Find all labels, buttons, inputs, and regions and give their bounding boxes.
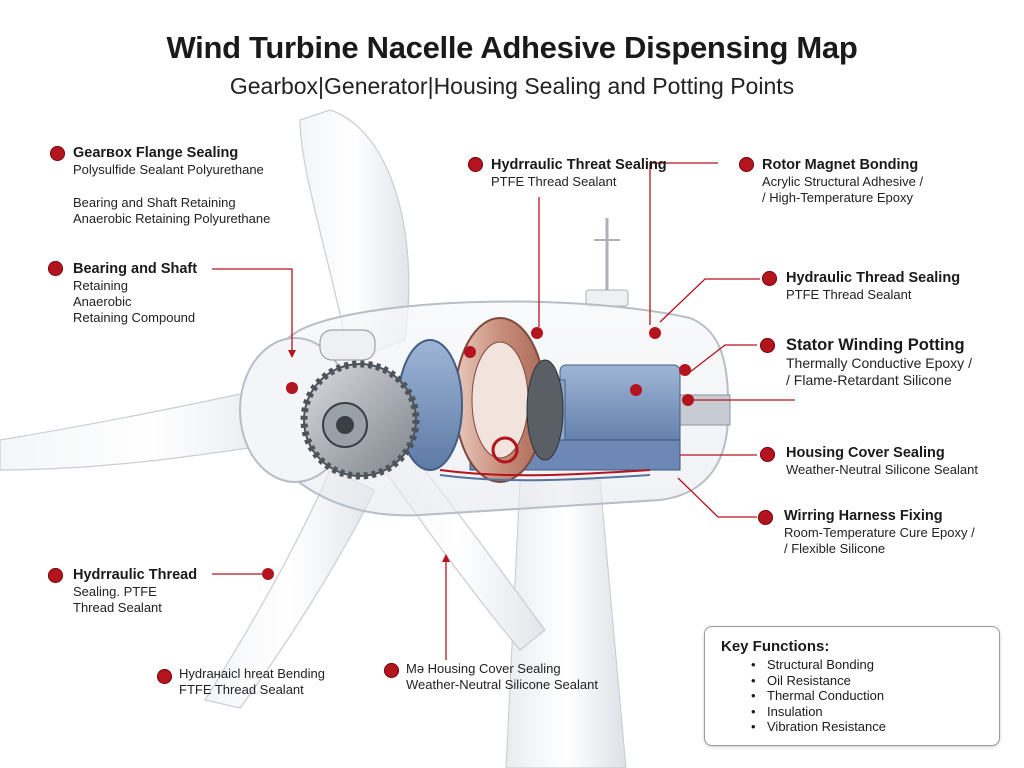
callout-title: Hydraulic Thread Sealing bbox=[786, 270, 961, 286]
callout-title: Bearing and Shaft bbox=[73, 261, 198, 277]
callout-title: Housing Cover Sealing bbox=[786, 445, 945, 461]
diagram-title: Wind Turbine Nacelle Adhesive Dispensing… bbox=[166, 30, 858, 65]
key-function-item: Structural Bonding bbox=[751, 657, 886, 673]
callout-line: Room-Temperature Cure Epoxy / bbox=[784, 525, 975, 540]
callout-bearing-shaft-retaining: Bearing and Shaft Retaining Anaerobic Re… bbox=[73, 195, 270, 227]
callout-line: PTFE Thread Sealant bbox=[786, 287, 912, 302]
callout-line: Thread Sealant bbox=[73, 600, 162, 615]
callout-line: / High-Temperature Epoxy bbox=[762, 190, 914, 205]
dispense-point-marker bbox=[739, 157, 754, 172]
dispense-point-marker bbox=[758, 510, 773, 525]
callout-line: Retaining Compound bbox=[73, 310, 196, 325]
dispense-point-marker bbox=[762, 271, 777, 286]
callout-line: PTFE Thread Sealant bbox=[491, 174, 617, 189]
dispense-point-marker bbox=[48, 568, 63, 583]
callout-line: FTFE Thread Sealant bbox=[179, 682, 304, 697]
callout-title: Wirring Harness Fixing bbox=[784, 508, 943, 524]
dispense-point-marker bbox=[48, 261, 63, 276]
dispense-point-marker bbox=[50, 146, 65, 161]
callout-title: Hydrraulic Threat Sealing bbox=[491, 157, 667, 173]
callout-title: Hydraнaicl hreat Bending bbox=[179, 666, 325, 681]
callout-line: Thermally Conductive Epoxy / bbox=[786, 355, 972, 371]
callout-title: Rotor Magnet Bonding bbox=[762, 157, 919, 173]
diagram-subtitle: Gearbox|Generator|Housing Sealing and Po… bbox=[229, 73, 795, 99]
key-function-item: Insulation bbox=[751, 704, 886, 720]
callout-line: Anaerobic bbox=[73, 294, 132, 309]
dispense-point-marker bbox=[760, 447, 775, 462]
callout-line: Bearing and Shaft Retaining bbox=[73, 195, 236, 210]
callout-title: Stator Winding Potting bbox=[786, 336, 965, 354]
callout-line: Sealing. PTFE bbox=[73, 584, 157, 599]
key-function-item: Oil Resistance bbox=[751, 673, 886, 689]
dispense-point-marker bbox=[157, 669, 172, 684]
key-function-item: Thermal Conduction bbox=[751, 688, 886, 704]
callout-line: Weather-Neutral Silicone Sealant bbox=[406, 677, 598, 692]
callout-title: Gearвox Flange Sealing bbox=[73, 145, 239, 161]
key-function-item: Vibration Resistance bbox=[751, 719, 886, 735]
dispense-point-marker bbox=[760, 338, 775, 353]
callout-line: Polysulfide Sealant Polyurethane bbox=[73, 162, 264, 177]
callout-title: Hydrraulic Thread bbox=[73, 567, 198, 583]
dispense-point-marker bbox=[384, 663, 399, 678]
callout-line: / Flame-Retardant Silicone bbox=[786, 372, 952, 388]
key-functions-list: Structural Bonding Oil Resistance Therma… bbox=[751, 657, 886, 735]
callout-line: Acrylic Structural Adhesive / bbox=[762, 174, 924, 189]
key-functions-title: Key Functions: bbox=[721, 638, 830, 655]
callout-line: / Flexible Silicone bbox=[784, 541, 886, 556]
callout-line: Weather-Neutral Silicone Sealant bbox=[786, 462, 978, 477]
dispense-point-marker bbox=[468, 157, 483, 172]
key-functions-box: Key Functions: Structural Bonding Oil Re… bbox=[704, 626, 1000, 746]
callout-line: Anaerobic Retaining Polyurethane bbox=[73, 211, 271, 226]
callout-line: Retaining bbox=[73, 278, 128, 293]
callout-title: Mə Housing Cover Sealing bbox=[406, 661, 561, 676]
